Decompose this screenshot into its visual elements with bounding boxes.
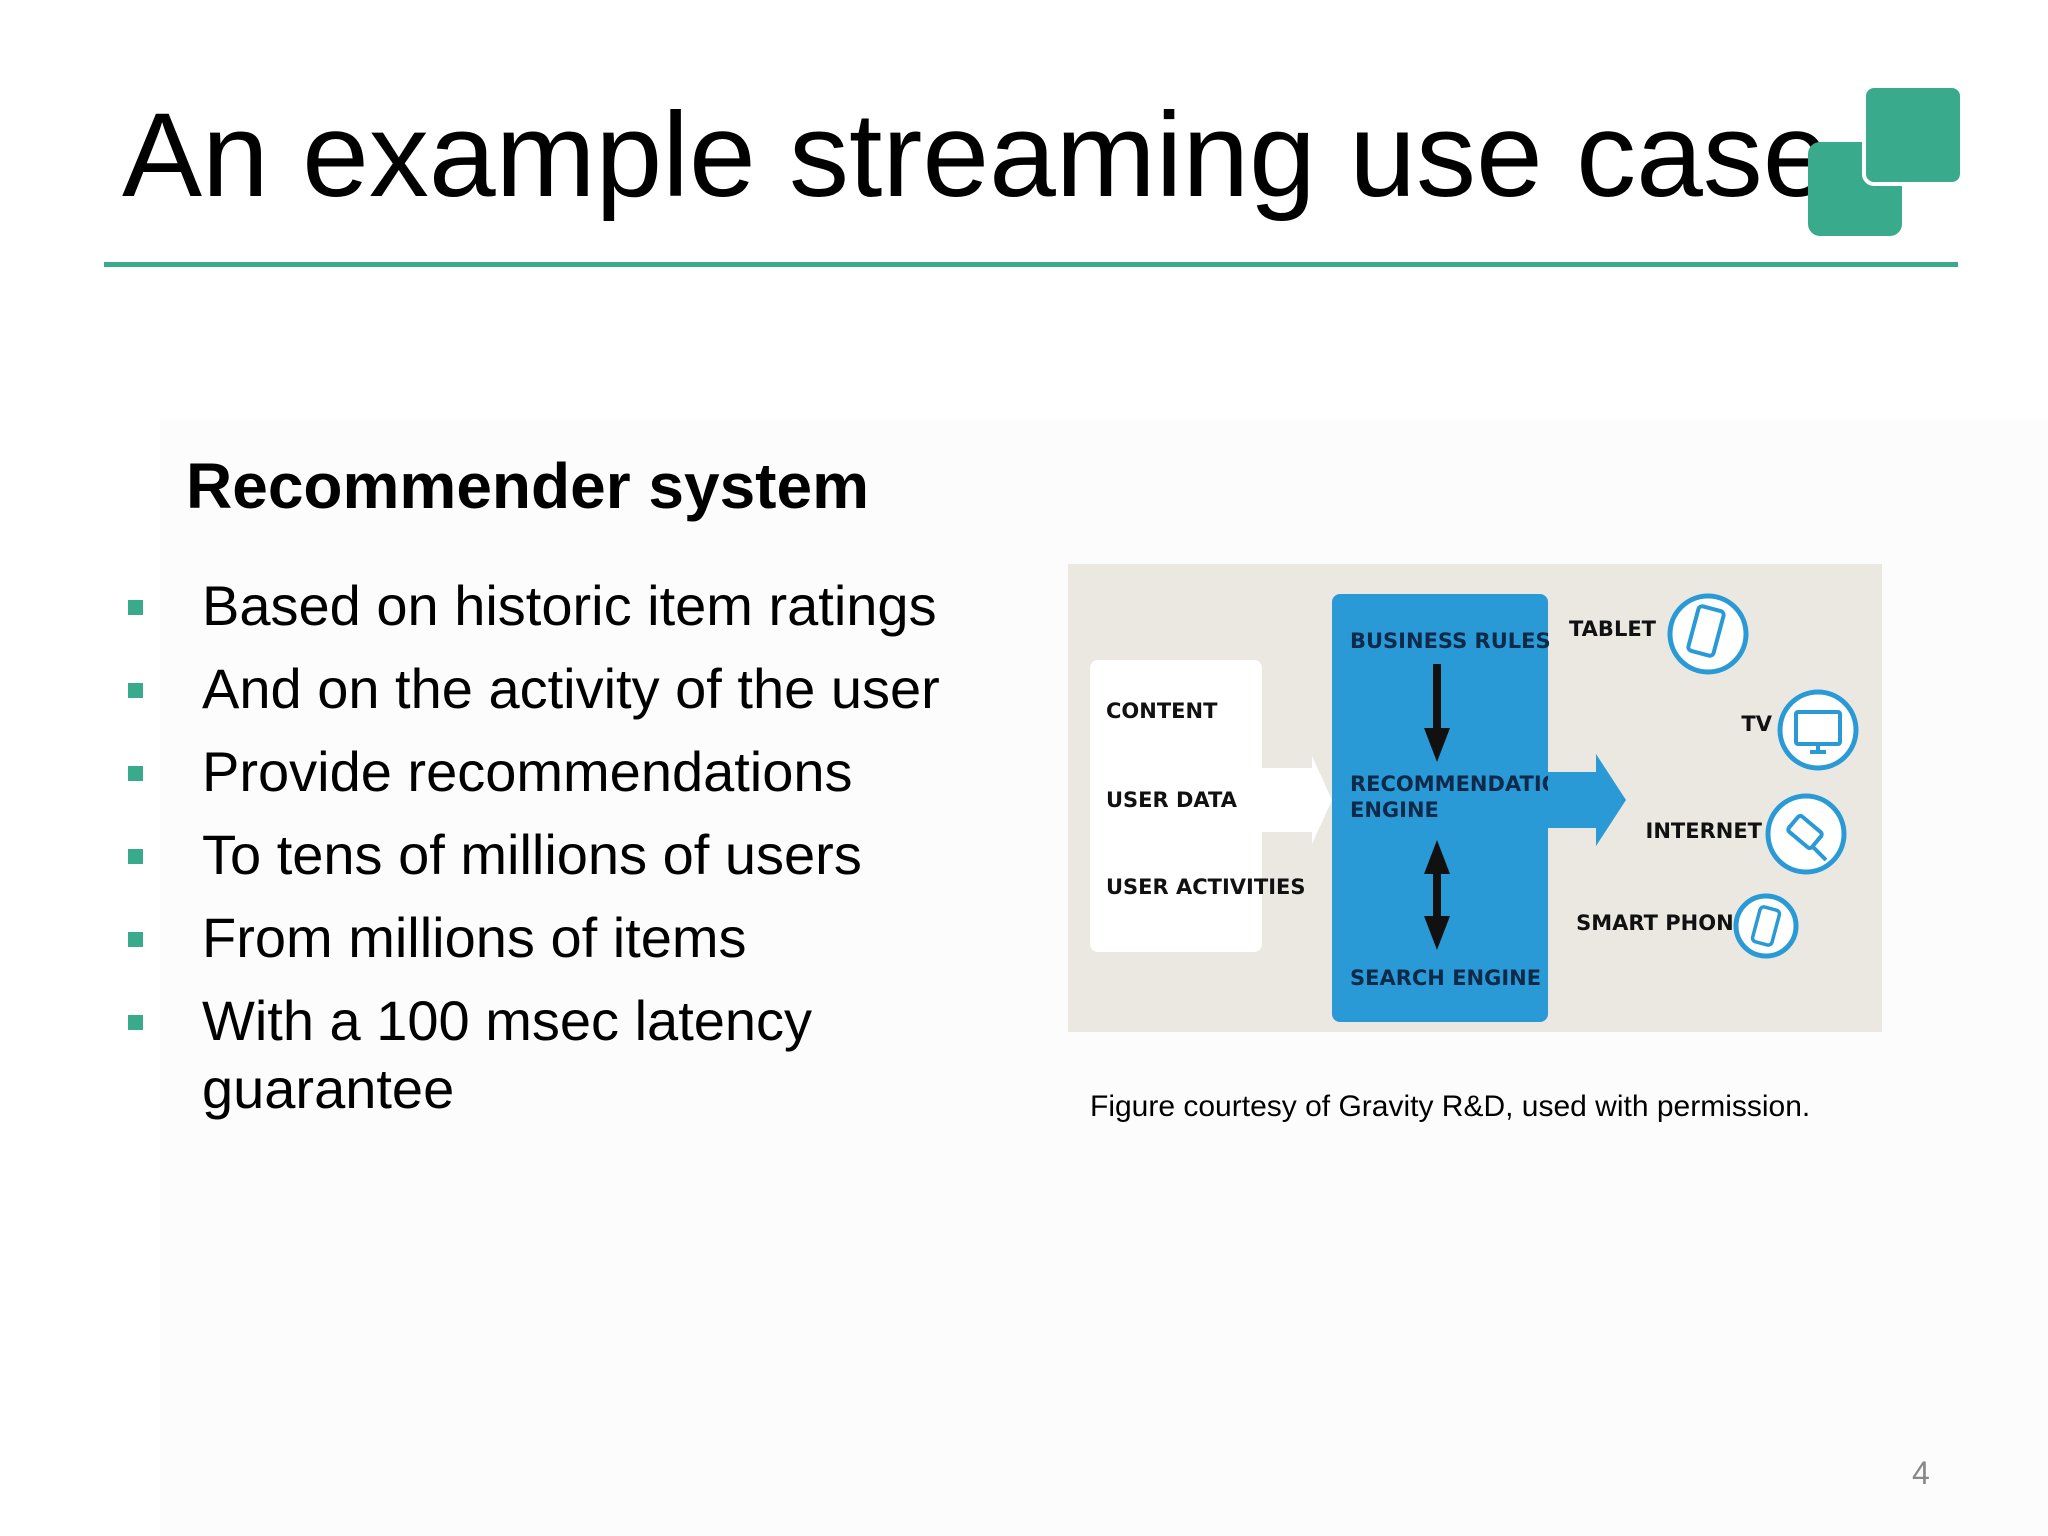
tablet-icon bbox=[1667, 593, 1749, 675]
bullet-marker bbox=[128, 932, 143, 947]
input-box bbox=[1090, 660, 1262, 952]
engine-label-recommendation: RECOMMENDATION bbox=[1350, 772, 1577, 796]
engine-label-engine: ENGINE bbox=[1350, 798, 1439, 822]
logo bbox=[1808, 84, 1964, 236]
engine-label-search-engine: SEARCH ENGINE bbox=[1350, 966, 1541, 990]
bullet-text: Provide recommendations bbox=[202, 740, 853, 803]
bullet-list: Based on historic item ratings And on th… bbox=[124, 572, 1004, 1138]
internet-icon bbox=[1765, 793, 1847, 875]
output-arrow bbox=[1548, 754, 1626, 846]
recommender-diagram: CONTENT USER DATA USER ACTIVITIES BUSINE… bbox=[1090, 593, 1859, 1022]
bullet-text: Based on historic item ratings bbox=[202, 574, 937, 637]
tv-icon bbox=[1777, 689, 1859, 771]
output-label-tablet: TABLET bbox=[1569, 617, 1657, 641]
engine-block bbox=[1332, 594, 1548, 1022]
page-number: 4 bbox=[1912, 1455, 1930, 1491]
input-label-user-activities: USER ACTIVITIES bbox=[1106, 875, 1305, 899]
bullet-marker bbox=[128, 849, 143, 864]
bullet-text: To tens of millions of users bbox=[202, 823, 862, 886]
bullet-item: Based on historic item ratings bbox=[124, 572, 1004, 640]
title-divider bbox=[104, 262, 1958, 267]
input-label-content: CONTENT bbox=[1106, 699, 1218, 723]
bullet-marker bbox=[128, 766, 143, 781]
bullet-item: To tens of millions of users bbox=[124, 821, 1004, 889]
engine-label-business-rules: BUSINESS RULES bbox=[1350, 629, 1551, 653]
bullet-marker bbox=[128, 1015, 143, 1030]
double-arrow bbox=[1424, 840, 1450, 950]
recommender-figure: CONTENT USER DATA USER ACTIVITIES BUSINE… bbox=[1068, 564, 1882, 1032]
input-label-user-data: USER DATA bbox=[1106, 788, 1238, 812]
bullet-item: And on the activity of the user bbox=[124, 655, 1004, 723]
bullet-item: From millions of items bbox=[124, 904, 1004, 972]
output-label-tv: TV bbox=[1741, 712, 1772, 736]
bullet-text: And on the activity of the user bbox=[202, 657, 940, 720]
bullet-text: With a 100 msec latency guarantee bbox=[202, 989, 813, 1120]
output-label-smart-phone: SMART PHONE bbox=[1576, 911, 1748, 935]
figure-caption: Figure courtesy of Gravity R&D, used wit… bbox=[1090, 1090, 1811, 1123]
bullet-marker bbox=[128, 683, 143, 698]
bullet-item: With a 100 msec latency guarantee bbox=[124, 987, 1004, 1123]
logo-square-front bbox=[1862, 84, 1964, 186]
bullet-item: Provide recommendations bbox=[124, 738, 1004, 806]
output-label-internet: INTERNET bbox=[1646, 819, 1763, 843]
bullet-text: From millions of items bbox=[202, 906, 747, 969]
section-heading: Recommender system bbox=[186, 450, 869, 522]
down-arrow bbox=[1424, 664, 1450, 762]
smartphone-icon bbox=[1733, 893, 1799, 959]
bullet-marker bbox=[128, 600, 143, 615]
slide-title: An example streaming use case bbox=[122, 88, 1830, 222]
input-arrow bbox=[1262, 756, 1332, 844]
